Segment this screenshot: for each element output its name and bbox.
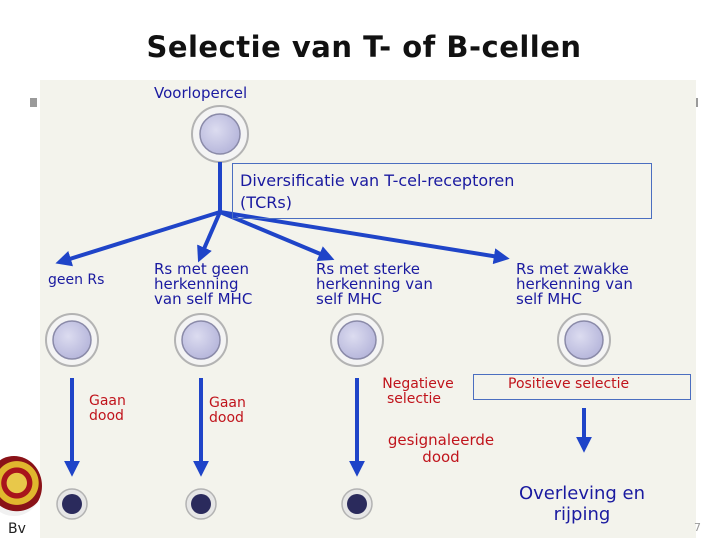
cell-strong-recognition bbox=[330, 313, 384, 367]
fate-die-1: Gaan dood bbox=[89, 394, 126, 424]
fate-signaled-death-line-1: gesignaleerde bbox=[387, 431, 495, 449]
fate-survival-line-1: Overleving en bbox=[518, 483, 646, 504]
branch-arrow-3 bbox=[219, 210, 335, 262]
fate-positive-selection: Positieve selectie bbox=[508, 376, 630, 392]
diagram-panel bbox=[40, 80, 696, 538]
decor-square-left bbox=[30, 98, 37, 107]
progenitor-label: Voorlopercel bbox=[154, 84, 248, 102]
positive-selection-box bbox=[473, 374, 691, 400]
footer-left-text: Bv bbox=[8, 521, 26, 537]
slide-number: 7 bbox=[694, 521, 701, 534]
diversification-label-line2: (TCRs) bbox=[240, 193, 292, 212]
dead-cell-1 bbox=[56, 488, 88, 520]
cell-weak-recognition bbox=[557, 313, 611, 367]
branch-label-4-line-1: Rs met zwakke bbox=[516, 260, 629, 278]
branch-arrow-1 bbox=[55, 210, 221, 267]
fate-die-2-line-1: Gaan bbox=[209, 395, 246, 411]
branch-label-3-line-2: herkenning van bbox=[316, 275, 433, 293]
fate-survival-line-2: rijping bbox=[553, 504, 611, 525]
progenitor-cell bbox=[191, 105, 249, 163]
fate-survival: Overleving en rijping bbox=[492, 483, 672, 525]
fate-negative-selection-line-2: selectie bbox=[386, 391, 442, 407]
fate-negative-selection: Negatieve selectie bbox=[372, 377, 464, 407]
diversification-label: Diversificatie van T-cel-receptoren bbox=[240, 171, 515, 190]
fate-die-1-line-2: dood bbox=[89, 408, 124, 424]
dead-cell-3 bbox=[341, 488, 373, 520]
fate-negative-selection-line-1: Negatieve bbox=[382, 376, 454, 392]
cell-no-recognition bbox=[174, 313, 228, 367]
fate-die-2-line-2: dood bbox=[209, 410, 244, 426]
branch-label-2-line-1: Rs met geen bbox=[154, 260, 249, 278]
branch-label-2-line-3: van self MHC bbox=[154, 290, 253, 308]
branch-label-4: Rs met zwakke herkenning van self MHC bbox=[516, 262, 633, 307]
fate-signaled-death-line-2: dood bbox=[422, 448, 460, 466]
fate-die-1-line-1: Gaan bbox=[89, 393, 126, 409]
branch-label-1-line-1: geen Rs bbox=[48, 272, 105, 288]
branch-label-3-line-3: self MHC bbox=[316, 290, 382, 308]
branch-label-4-line-2: herkenning van bbox=[516, 275, 633, 293]
slide-title: Selectie van T- of B-cellen bbox=[146, 30, 582, 64]
fate-signaled-death: gesignaleerde dood bbox=[370, 432, 512, 466]
branch-label-1: geen Rs bbox=[48, 273, 104, 288]
branch-label-4-line-3: self MHC bbox=[516, 290, 582, 308]
branch-label-3-line-1: Rs met sterke bbox=[316, 260, 420, 278]
dead-cell-2 bbox=[185, 488, 217, 520]
branch-arrow-2 bbox=[197, 211, 222, 263]
branch-label-2-line-2: herkenning bbox=[154, 275, 239, 293]
branch-label-3: Rs met sterke herkenning van self MHC bbox=[316, 262, 433, 307]
cell-no-receptor bbox=[45, 313, 99, 367]
diversification-box bbox=[232, 163, 652, 219]
fate-die-2: Gaan dood bbox=[209, 396, 246, 426]
branch-arrow-4 bbox=[219, 210, 510, 265]
branch-label-2: Rs met geen herkenning van self MHC bbox=[154, 262, 252, 307]
